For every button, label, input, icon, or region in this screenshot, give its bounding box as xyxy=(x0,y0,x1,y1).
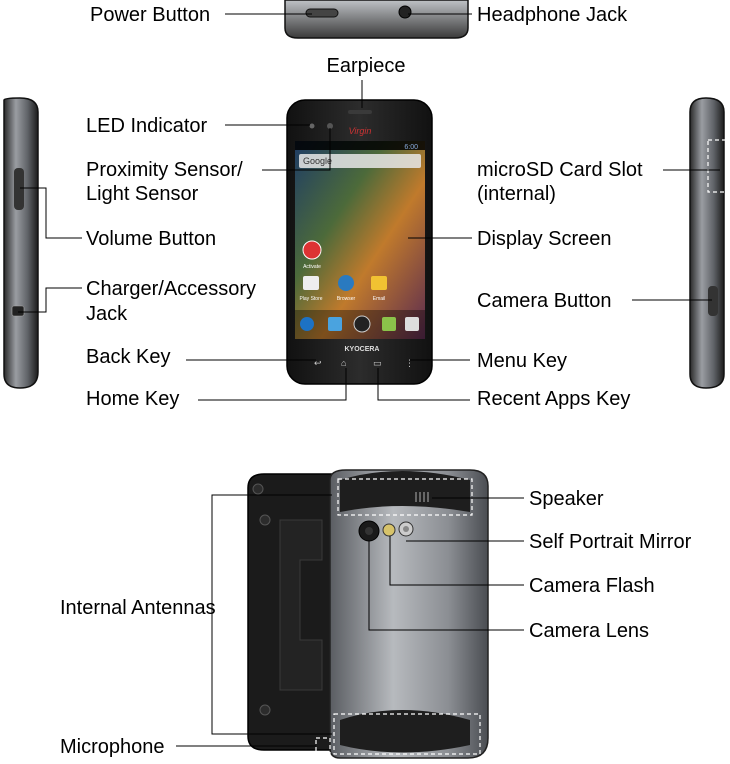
screen-brand: Virgin xyxy=(349,126,372,136)
screen-dock xyxy=(295,310,425,339)
label-self-portrait-mirror: Self Portrait Mirror xyxy=(529,531,692,553)
label-camera-flash: Camera Flash xyxy=(529,575,655,597)
led-indicator-shape xyxy=(309,123,315,129)
home-key-icon: ⌂ xyxy=(341,358,346,368)
camera-button-shape xyxy=(708,286,718,316)
label-display-screen: Display Screen xyxy=(477,228,612,250)
headphone-jack-shape xyxy=(398,5,412,19)
label-proximity-2: Light Sensor xyxy=(86,183,199,205)
power-button-shape xyxy=(305,8,339,18)
label-microsd-1: microSD Card Slot xyxy=(477,159,643,181)
labels: Power Button Headphone Jack Earpiece LED… xyxy=(60,4,692,758)
back-key-icon: ↩ xyxy=(314,358,322,368)
phone-left-side xyxy=(3,97,39,389)
label-led-indicator: LED Indicator xyxy=(86,115,208,137)
label-back-key: Back Key xyxy=(86,346,170,368)
label-home-key: Home Key xyxy=(86,388,179,410)
label-proximity-1: Proximity Sensor/ xyxy=(86,159,243,181)
phone-top-edge xyxy=(284,0,469,39)
label-power-button: Power Button xyxy=(90,4,210,26)
recent-apps-key-icon: ▭ xyxy=(373,358,382,368)
phone-right-side xyxy=(689,97,730,389)
screen-widget-icon xyxy=(302,240,322,260)
label-speaker: Speaker xyxy=(529,488,604,510)
earpiece-shape xyxy=(348,110,372,114)
front-maker: KYOCERA xyxy=(344,346,379,353)
label-internal-antennas: Internal Antennas xyxy=(60,597,216,619)
screen-app-2: Browser xyxy=(337,296,356,302)
speaker-grille xyxy=(415,492,429,502)
label-microphone: Microphone xyxy=(60,736,165,758)
label-camera-button: Camera Button xyxy=(477,290,612,312)
microphone-outline xyxy=(315,737,331,763)
phone-front: Virgin 6:00 Google Activate Play Store B… xyxy=(286,99,433,385)
leader-lines xyxy=(18,13,720,747)
label-charger-1: Charger/Accessory xyxy=(86,278,256,300)
screen-app-row: Play Store Browser Email xyxy=(299,275,387,302)
label-camera-lens: Camera Lens xyxy=(529,620,649,642)
speaker-outline xyxy=(337,478,473,516)
label-menu-key: Menu Key xyxy=(477,350,567,372)
menu-key-icon: ⋮ xyxy=(405,358,414,368)
proximity-sensor-shape xyxy=(327,123,333,129)
screen-widget-label: Activate xyxy=(303,264,321,270)
microsd-slot-outline xyxy=(707,139,730,193)
screen-app-3: Email xyxy=(373,296,386,302)
screen-app-1: Play Store xyxy=(299,296,322,302)
label-volume-button: Volume Button xyxy=(86,228,216,250)
charger-jack-shape xyxy=(11,305,25,317)
label-charger-2: Jack xyxy=(86,303,128,325)
camera-flash-shape xyxy=(382,523,396,537)
volume-button-shape xyxy=(14,168,24,210)
display-screen xyxy=(295,141,425,339)
phone-back xyxy=(247,469,489,763)
screen-search: Google xyxy=(303,156,332,166)
label-recent-apps-key: Recent Apps Key xyxy=(477,388,630,410)
label-microsd-2: (internal) xyxy=(477,183,556,205)
label-headphone-jack: Headphone Jack xyxy=(477,4,628,26)
bottom-antenna-outline xyxy=(333,713,481,755)
label-earpiece: Earpiece xyxy=(327,55,406,77)
screen-time: 6:00 xyxy=(404,144,418,151)
